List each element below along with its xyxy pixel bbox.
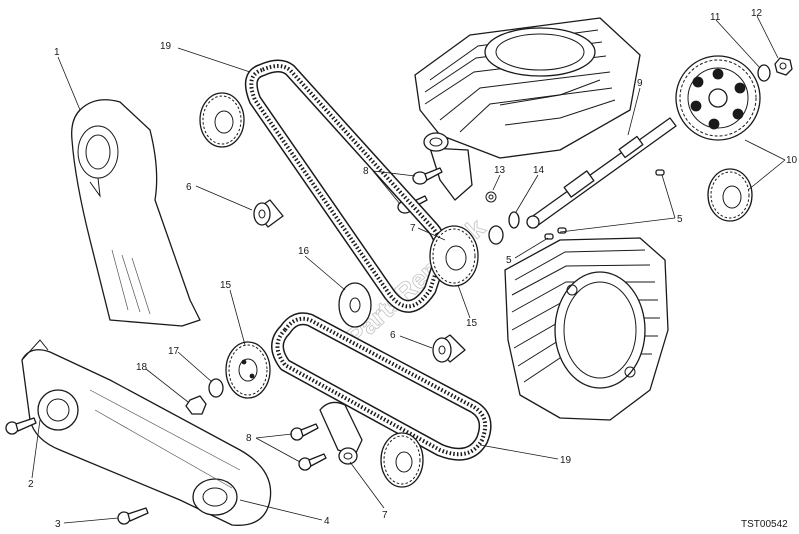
- callout-2: 2: [28, 479, 34, 490]
- idler-roller-upper: [253, 199, 284, 228]
- callout-13: 13: [494, 165, 506, 176]
- screw-lower-1: [290, 423, 319, 441]
- pulley-nut: [185, 395, 207, 415]
- screw-lower-2: [298, 453, 327, 471]
- spacer-washer: [488, 225, 504, 245]
- lower-tensioner: [319, 401, 363, 465]
- callout-16: 16: [298, 246, 310, 257]
- callout-19a: 19: [160, 41, 172, 52]
- callout-8b: 8: [246, 433, 252, 444]
- secondary-gear: [707, 168, 753, 222]
- callout-17: 17: [168, 346, 180, 357]
- woodruff-key: [655, 169, 665, 176]
- circlip: [508, 211, 520, 229]
- callout-7b: 7: [382, 510, 388, 521]
- spacer-disc: [338, 282, 372, 328]
- washer: [757, 64, 771, 82]
- idler-roller-lower: [432, 334, 466, 363]
- callout-10: 10: [786, 155, 798, 166]
- nut: [774, 57, 793, 76]
- callout-6b: 6: [390, 330, 396, 341]
- screw-upper-2: [412, 167, 443, 185]
- callout-11: 11: [710, 12, 721, 23]
- pulley-washer: [208, 378, 224, 398]
- callout-3: 3: [55, 519, 61, 530]
- callout-15a: 15: [220, 280, 232, 291]
- lower-timing-belt: [271, 312, 492, 461]
- camshaft-drive-gear: [675, 55, 761, 141]
- callout-8a: 8: [363, 166, 369, 177]
- cover-screw-3: [117, 507, 149, 525]
- callout-6a: 6: [186, 182, 192, 193]
- callout-7a: 7: [410, 223, 416, 234]
- callout-18: 18: [136, 362, 148, 373]
- callout-labels: 1 2 3 4 5 5 6 6 7 7 8 8 9 10 11 12 13 14…: [28, 8, 798, 530]
- camshaft: [526, 117, 677, 229]
- lower-belt-pulley: [225, 341, 271, 399]
- callout-19b: 19: [560, 455, 572, 466]
- rear-cylinder: [414, 17, 641, 159]
- leader-lines: [31, 15, 786, 524]
- woodruff-key: [557, 227, 567, 234]
- callout-12: 12: [751, 8, 763, 19]
- callout-14: 14: [533, 165, 545, 176]
- lower-belt-pulley-right: [380, 432, 424, 488]
- callout-4: 4: [324, 516, 330, 527]
- woodruff-key: [544, 233, 554, 240]
- gear-symbol-icon: [485, 191, 497, 203]
- cover-screw-2: [5, 417, 37, 435]
- callout-1: 1: [54, 47, 60, 58]
- callout-5b: 5: [506, 255, 512, 266]
- upper-belt-pulley: [199, 92, 245, 148]
- diagram-code: TST00542: [741, 519, 788, 530]
- upper-belt-cover: [71, 99, 201, 327]
- callout-5a: 5: [677, 214, 683, 225]
- lower-belt-cover: [21, 339, 272, 526]
- callout-9: 9: [637, 78, 643, 89]
- upper-tensioner: [423, 132, 473, 201]
- callout-15b: 15: [466, 318, 478, 329]
- middle-belt-pulley: [429, 225, 479, 287]
- front-cylinder-head: [504, 237, 669, 421]
